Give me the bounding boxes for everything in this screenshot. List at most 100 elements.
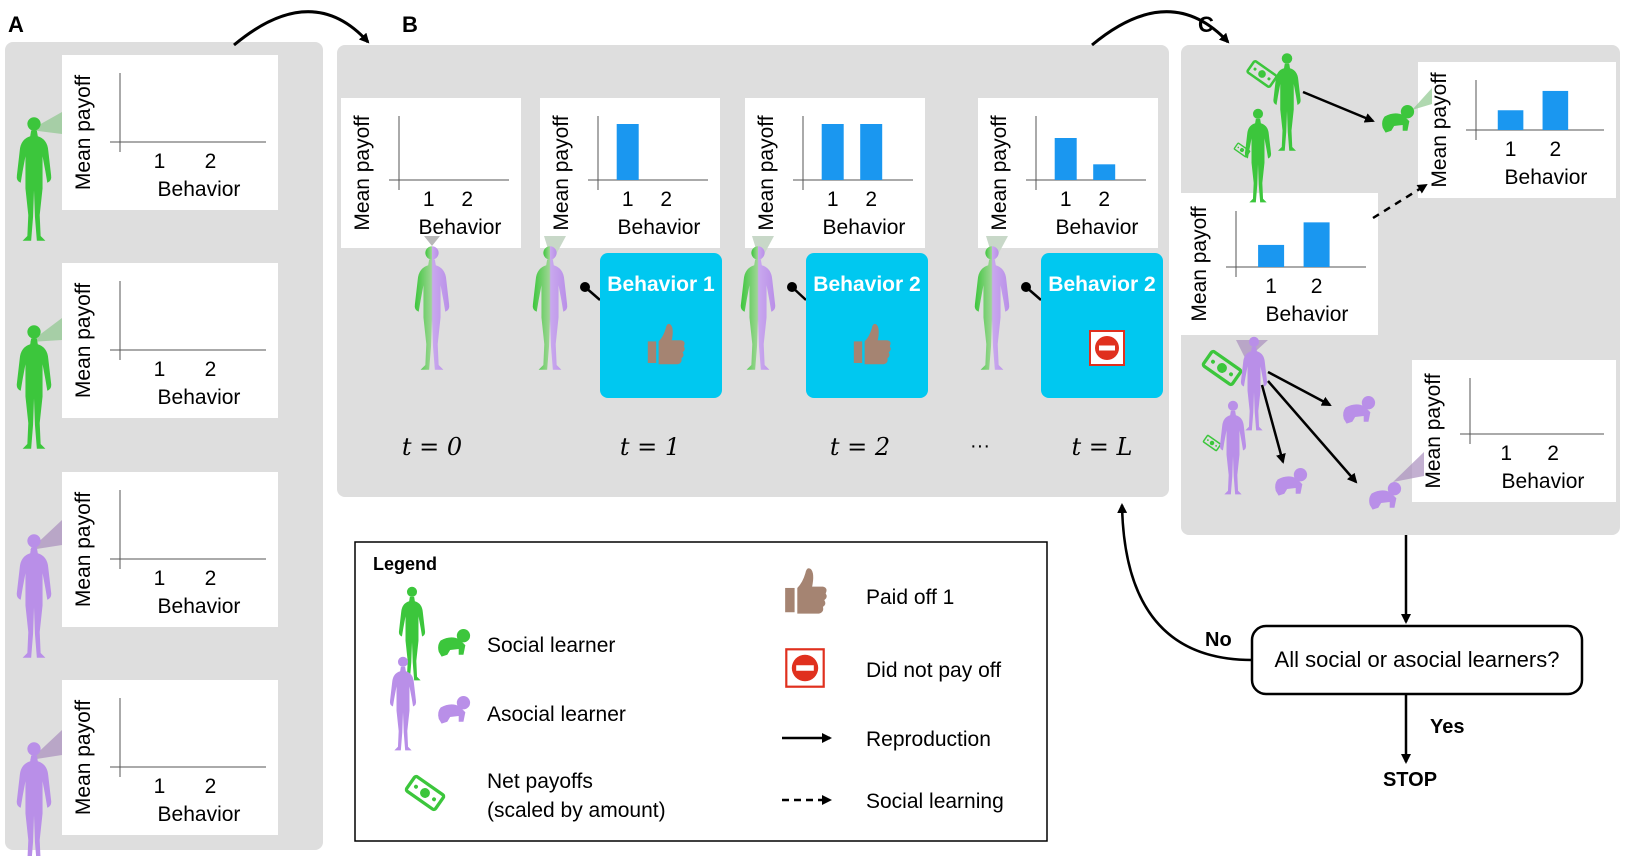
- x-tick-label: 2: [1311, 275, 1323, 298]
- bar: [616, 124, 639, 180]
- x-tick-label: 1: [154, 567, 166, 590]
- time-label-t0: t = 0: [402, 433, 462, 461]
- panel-a-background: [5, 42, 323, 850]
- x-tick-label: 2: [1098, 188, 1110, 211]
- flow-arrow-no: [1117, 503, 1253, 662]
- legend-social-learning-label: Social learning: [866, 790, 1004, 813]
- chart-box: [62, 472, 278, 627]
- x-tick-label: 1: [1060, 188, 1072, 211]
- behavior-card-tl: [1041, 253, 1163, 398]
- social-learning-arrow: [1372, 183, 1428, 220]
- chart-box: [1412, 360, 1616, 502]
- yes-label: Yes: [1430, 716, 1464, 738]
- arrow-a-to-b: [233, 10, 370, 47]
- legend-not-paid-label: Did not pay off: [866, 659, 1001, 682]
- y-axis-label: Mean payoff: [1428, 72, 1451, 187]
- bar: [860, 124, 883, 180]
- x-tick-label: 1: [1500, 442, 1512, 465]
- x-tick-label: 1: [622, 188, 634, 211]
- arrow-b-to-c: [1091, 10, 1230, 47]
- y-axis-label: Mean payoff: [550, 115, 573, 230]
- x-axis-label: Behavior: [158, 595, 241, 618]
- view-cone-c3: [1393, 452, 1424, 482]
- pointer-dot: [787, 282, 797, 292]
- legend-title: Legend: [373, 554, 437, 574]
- behavior-card-label: Behavior 2: [813, 273, 920, 296]
- x-tick-label: 1: [154, 150, 166, 173]
- x-tick-label: 2: [461, 188, 473, 211]
- x-tick-label: 1: [1505, 138, 1517, 161]
- y-axis-label: Mean payoff: [988, 115, 1011, 230]
- x-tick-label: 2: [1550, 138, 1562, 161]
- y-axis-label: Mean payoff: [72, 283, 95, 398]
- panel-letter-b: B: [402, 12, 418, 37]
- panel-letter-a: A: [8, 12, 24, 37]
- x-tick-label: 1: [423, 188, 435, 211]
- bar: [1258, 244, 1285, 267]
- x-tick-label: 1: [154, 775, 166, 798]
- reproduction-arrow: [1260, 384, 1286, 464]
- x-axis-label: Behavior: [1502, 470, 1585, 493]
- pointer-dot: [1021, 282, 1031, 292]
- reproduction-arrow: [1267, 380, 1358, 484]
- no-label: No: [1205, 629, 1232, 651]
- behavior-card-t2: [806, 253, 928, 398]
- chart-box: [62, 680, 278, 835]
- x-axis-label: Behavior: [158, 178, 241, 201]
- bar: [1303, 222, 1330, 267]
- x-axis-label: Behavior: [158, 803, 241, 826]
- stop-label: STOP: [1383, 769, 1437, 791]
- x-tick-label: 2: [1547, 442, 1559, 465]
- legend-asocial-label: Asocial learner: [487, 703, 626, 726]
- chart-box: [62, 55, 278, 210]
- bar: [821, 124, 844, 180]
- behavior-card-label: Behavior 2: [1048, 273, 1155, 296]
- x-tick-label: 2: [205, 358, 217, 381]
- legend-net-payoffs-sub: (scaled by amount): [487, 799, 666, 822]
- legend-box: [354, 541, 1048, 842]
- x-axis-label: Behavior: [823, 216, 906, 239]
- reproduction-arrow: [1302, 90, 1375, 123]
- x-tick-label: 2: [205, 150, 217, 173]
- time-label-t1: t = 1: [620, 433, 680, 461]
- y-axis-label: Mean payoff: [755, 115, 778, 230]
- legend-paid-label: Paid off 1: [866, 586, 954, 609]
- question-text: All social or asocial learners?: [1275, 647, 1560, 672]
- x-axis-label: Behavior: [1266, 303, 1349, 326]
- legend-net-payoffs-label: Net payoffs: [487, 770, 593, 793]
- y-axis-label: Mean payoff: [351, 115, 374, 230]
- behavior-card-t1: [600, 253, 722, 398]
- time-label-tl: t = L: [1072, 433, 1133, 461]
- x-tick-label: 2: [660, 188, 672, 211]
- bar: [1054, 138, 1077, 180]
- pointer-dot: [580, 282, 590, 292]
- bar: [1542, 90, 1569, 130]
- time-label-t2: t = 2: [830, 433, 890, 461]
- x-tick-label: 2: [205, 567, 217, 590]
- y-axis-label: Mean payoff: [1188, 206, 1211, 321]
- x-tick-label: 1: [827, 188, 839, 211]
- legend-reproduction-label: Reproduction: [866, 728, 991, 751]
- x-axis-label: Behavior: [1505, 166, 1588, 189]
- legend-social-label: Social learner: [487, 634, 615, 657]
- stop-sign-icon: [785, 648, 825, 688]
- x-tick-label: 2: [205, 775, 217, 798]
- y-axis-label: Mean payoff: [72, 75, 95, 190]
- x-axis-label: Behavior: [1056, 216, 1139, 239]
- behavior-card-label: Behavior 1: [607, 273, 715, 296]
- bar: [1093, 164, 1116, 180]
- x-tick-label: 2: [865, 188, 877, 211]
